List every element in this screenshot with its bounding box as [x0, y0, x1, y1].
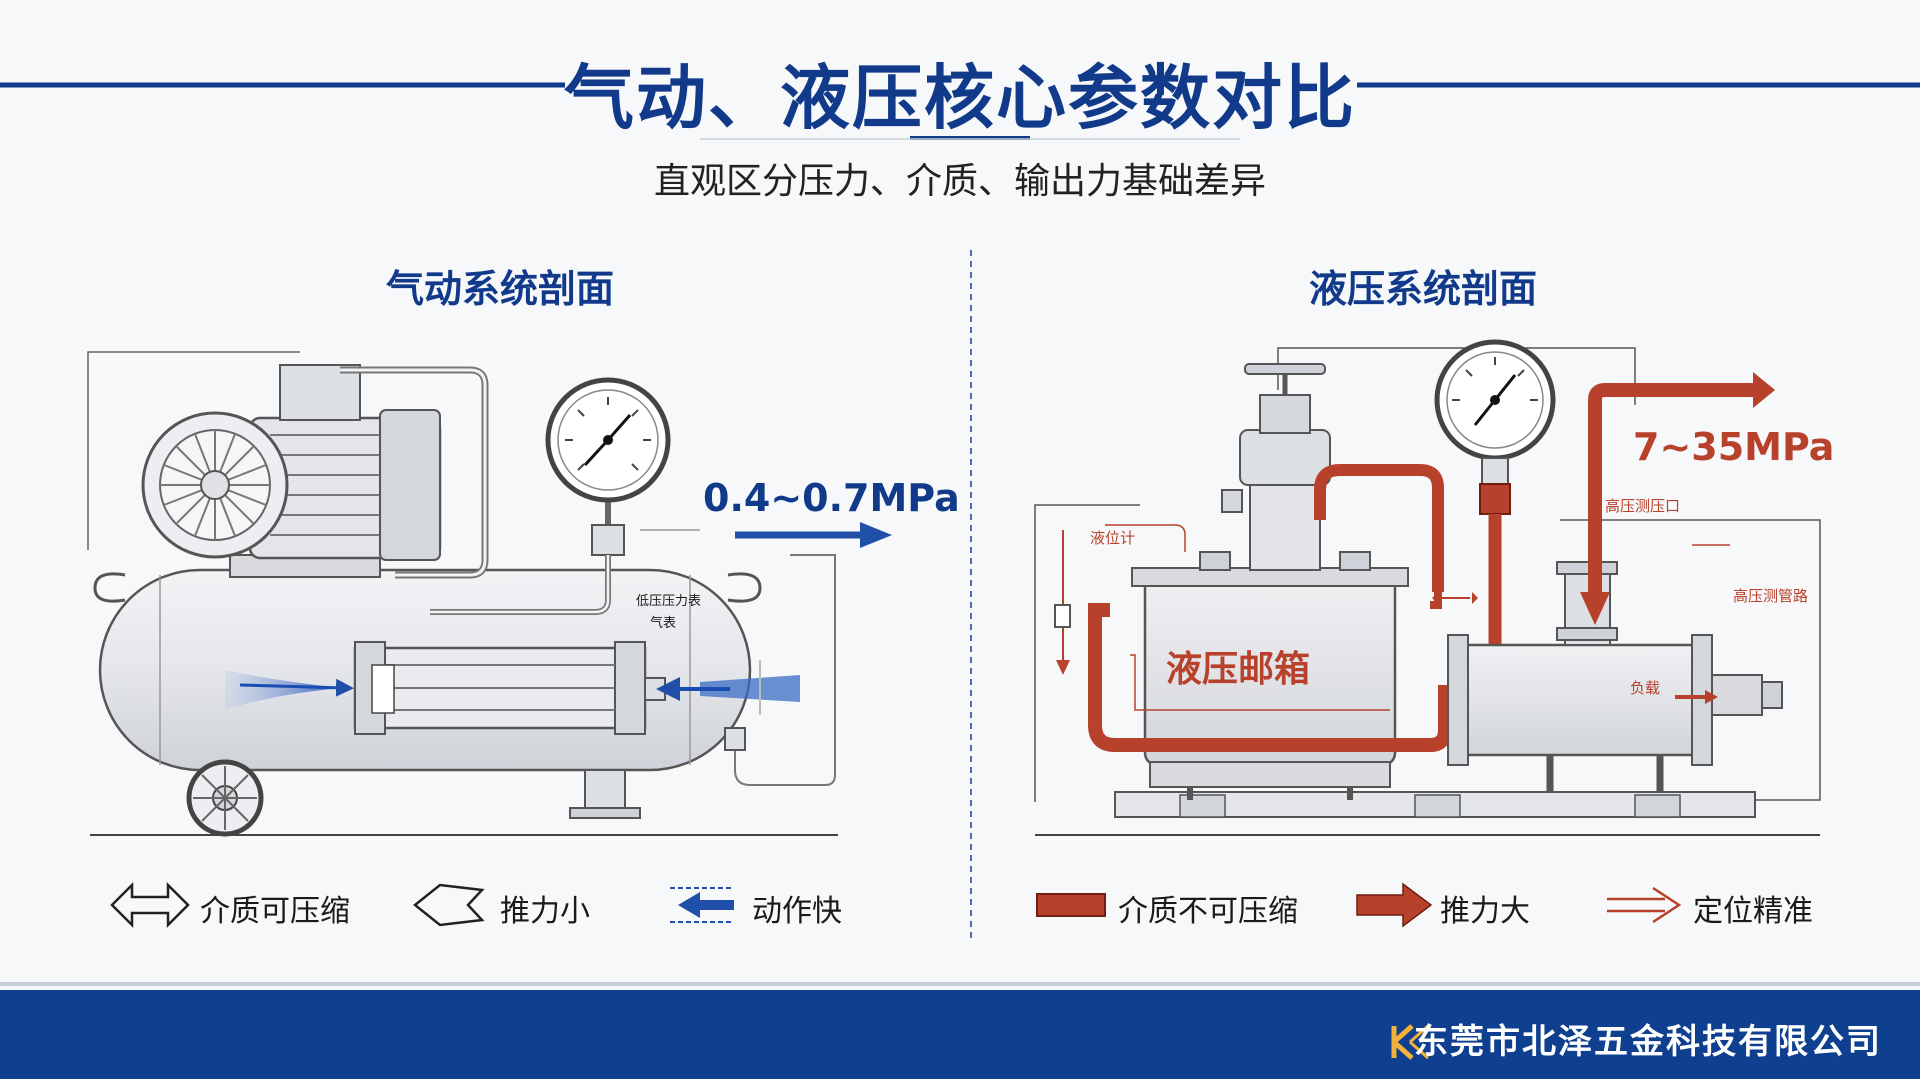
- pneumatic-legend-1: 介质可压缩: [200, 894, 350, 929]
- company-logo-icon: [1391, 1024, 1429, 1060]
- page-subtitle: 直观区分压力、介质、输出力基础差异: [653, 161, 1266, 202]
- fast-arrow-icon: [670, 887, 734, 923]
- double-line-arrow-icon: [1607, 886, 1682, 924]
- company-name: 东莞市北泽五金科技有限公司: [1414, 1022, 1882, 1062]
- hydraulic-legend-1: 介质不可压缩: [1118, 894, 1298, 929]
- hydraulic-pipe-return: [1088, 603, 1452, 752]
- hydraulic-legend-2: 推力大: [1440, 894, 1530, 929]
- solid-arrow-icon: [1356, 882, 1433, 928]
- air-flow-right: [700, 675, 800, 702]
- pneumatic-legend-3: 动作快: [752, 894, 842, 929]
- frame-line: [87, 351, 300, 550]
- hydraulic-cylinder: [1458, 643, 1702, 757]
- hydraulic-legend-3: 定位精准: [1693, 894, 1813, 929]
- center-divider: [970, 250, 972, 940]
- outline-chevron-icon: [412, 883, 485, 927]
- pneumatic-pressure-value: 0.4~0.7MPa: [703, 476, 960, 520]
- load-label: 负载: [1630, 679, 1661, 697]
- hydraulic-tank-label: 液压邮箱: [1166, 649, 1311, 690]
- hydraulic-pressure-value: 7~35MPa: [1633, 425, 1835, 469]
- footer-bar: [0, 990, 1920, 1079]
- header-decor: [0, 82, 1920, 140]
- solid-bar-icon: [1036, 893, 1106, 917]
- hydraulic-diagram: [1034, 339, 1821, 836]
- pipeline-label: 高压测管路: [1733, 587, 1809, 605]
- page-title: 气动、液压核心参数对比: [564, 57, 1356, 139]
- test-port-label: 高压测压口: [1605, 497, 1681, 515]
- double-arrow-outline-icon: [110, 881, 190, 929]
- pneumatic-diagram: [87, 351, 892, 837]
- tank-handle-left: [93, 572, 126, 603]
- air-flow-left: [225, 670, 340, 710]
- tank-handle-right: [727, 572, 762, 603]
- pneumatic-legend-2: 推力小: [500, 894, 590, 929]
- footer-top-rule: [0, 982, 1920, 986]
- gauge-label-line2: 气表: [650, 616, 677, 631]
- pneumatic-section-title: 气动系统剖面: [385, 267, 614, 311]
- gauge-label-line1: 低压压力表: [636, 594, 702, 609]
- hydraulic-section-title: 液压系统剖面: [1308, 267, 1537, 311]
- level-gauge-label: 液位计: [1090, 529, 1136, 547]
